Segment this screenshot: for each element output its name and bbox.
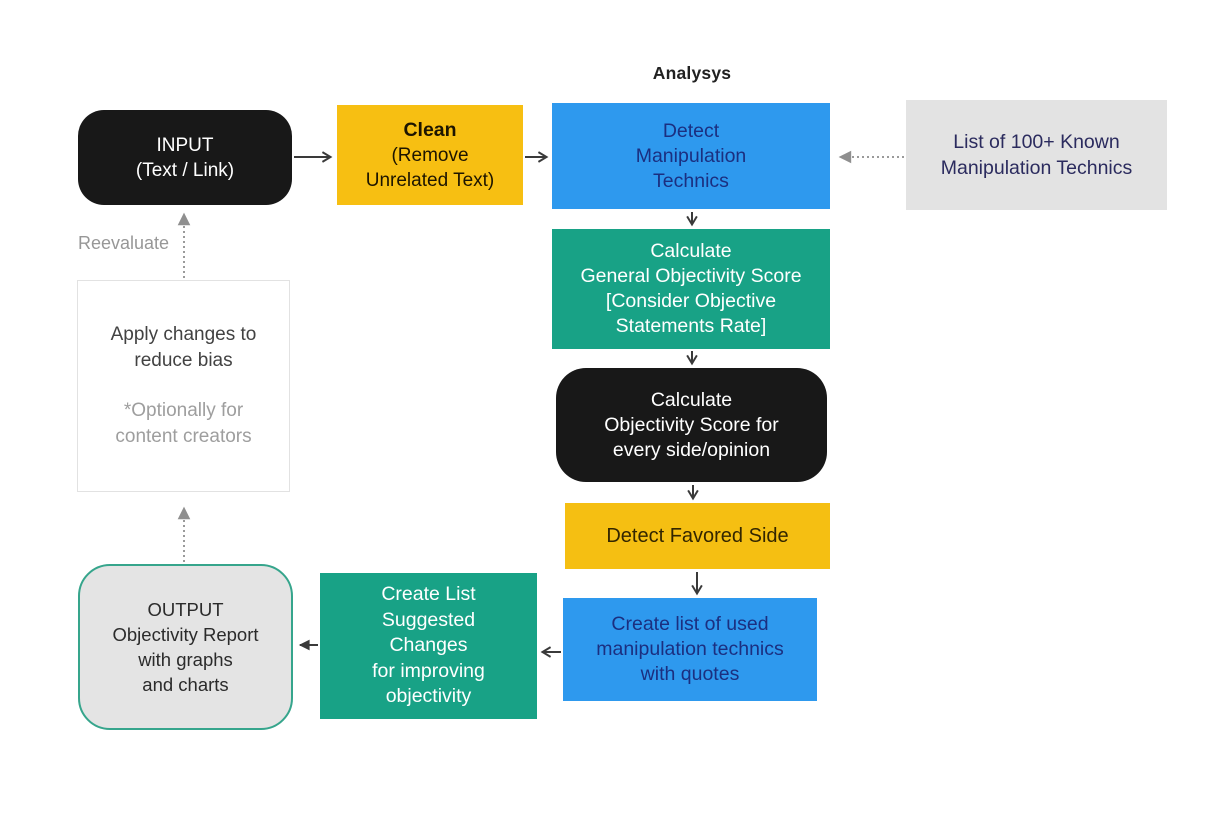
analysys-title: Analysys: [553, 63, 831, 84]
node-used-techniques-list-text: Create list of used manipulation technic…: [596, 613, 784, 685]
node-suggested-changes: Create List Suggested Changes for improv…: [320, 573, 537, 719]
node-general-objectivity-score: Calculate General Objectivity Score [Con…: [552, 229, 830, 349]
node-output-text: OUTPUT Objectivity Report with graphs an…: [112, 599, 259, 695]
node-apply-changes-text: Apply changes to reduce bias: [110, 324, 257, 371]
node-clean-title: Clean: [403, 118, 457, 141]
node-known-techniques-text: List of 100+ Known Manipulation Technics: [940, 131, 1133, 179]
node-side-objectivity-score: Calculate Objectivity Score for every si…: [556, 368, 827, 482]
analysys-title-text: Analysys: [652, 63, 732, 83]
reevaluate-label-text: Reevaluate: [78, 233, 170, 253]
node-output: OUTPUT Objectivity Report with graphs an…: [78, 564, 293, 730]
reevaluate-label: Reevaluate: [78, 233, 188, 254]
node-detect-favored-side-text: Detect Favored Side: [606, 524, 789, 547]
node-detect-manipulation: Detect Manipulation Technics: [552, 103, 830, 209]
node-used-techniques-list: Create list of used manipulation technic…: [563, 598, 817, 701]
node-clean: Clean (Remove Unrelated Text): [337, 105, 523, 205]
node-suggested-changes-text: Create List Suggested Changes for improv…: [372, 583, 485, 708]
node-detect-favored-side: Detect Favored Side: [565, 503, 830, 569]
node-side-objectivity-score-text: Calculate Objectivity Score for every si…: [604, 388, 779, 461]
node-general-objectivity-score-text: Calculate General Objectivity Score [Con…: [580, 240, 802, 337]
node-input: INPUT (Text / Link): [78, 110, 292, 205]
node-detect-manipulation-text: Detect Manipulation Technics: [635, 119, 747, 192]
node-known-techniques: List of 100+ Known Manipulation Technics: [906, 100, 1167, 210]
node-apply-changes-note: *Optionally for content creators: [115, 400, 252, 447]
node-input-text: INPUT (Text / Link): [135, 134, 235, 181]
node-clean-body: (Remove Unrelated Text): [365, 144, 495, 191]
node-apply-changes: Apply changes to reduce bias *Optionally…: [77, 280, 290, 492]
